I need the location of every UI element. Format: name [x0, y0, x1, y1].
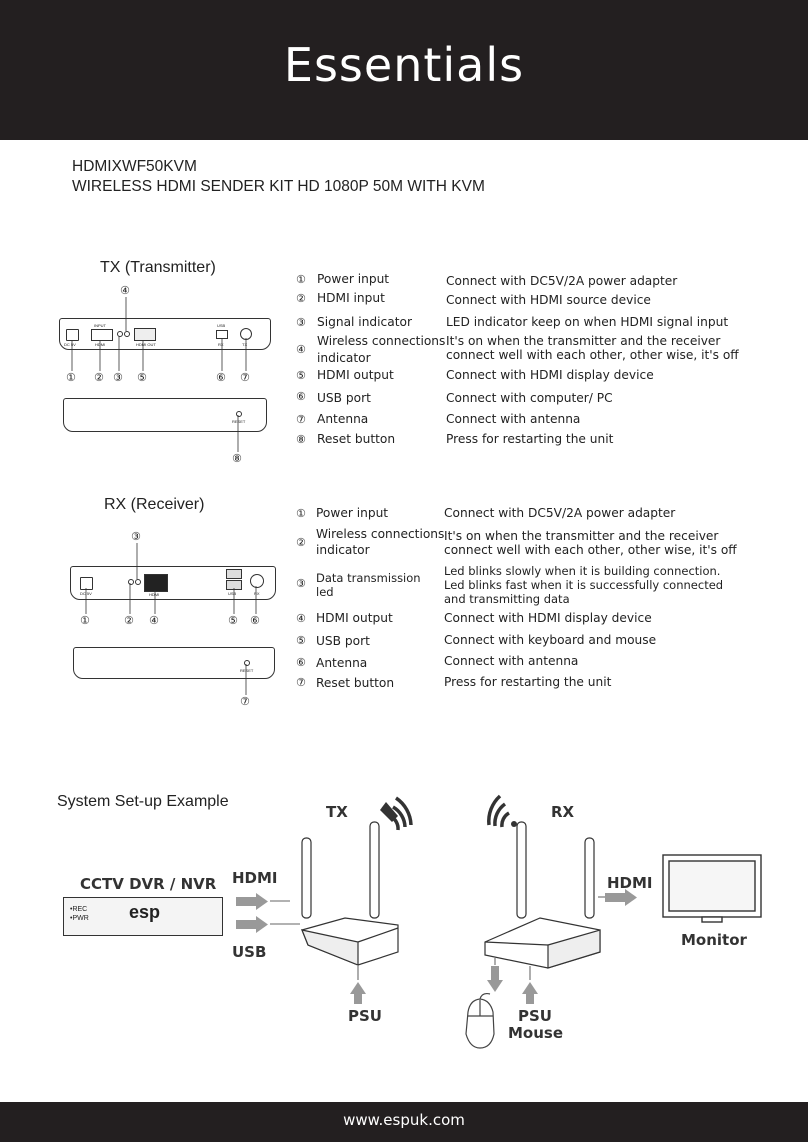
- product-name: WIRELESS HDMI SENDER KIT HD 1080P 50M WI…: [72, 178, 485, 195]
- rx-device-back: [73, 647, 275, 679]
- dvr-device: [63, 897, 223, 936]
- product-code: HDMIXWF50KVM: [72, 158, 197, 175]
- tx-section-title: TX (Transmitter): [100, 259, 216, 276]
- rx-power-port: [80, 577, 93, 590]
- rx-wireless-led: [128, 579, 134, 585]
- tx-port-label-rx: RX: [218, 342, 224, 347]
- tx-hdmi-input-port: [91, 329, 113, 341]
- rx-callout-1: ①: [80, 614, 90, 627]
- setup-hdmi-left: HDMI: [232, 869, 278, 887]
- rx-section-title: RX (Receiver): [104, 496, 205, 513]
- dvr-rec-led: •REC: [70, 906, 88, 913]
- rx-port-label-rx: RX: [254, 591, 260, 596]
- footer-bar: [0, 1102, 808, 1142]
- rx-reset-button: [244, 660, 250, 666]
- tx-callout-3: ③: [113, 371, 123, 384]
- rx-port-label-usb: USB: [228, 591, 237, 596]
- tx-callout-1: ①: [66, 371, 76, 384]
- tx-reset-label: RESET: [232, 419, 246, 424]
- rx-callout-5: ⑤: [228, 614, 238, 627]
- setup-hdmi-right: HDMI: [607, 874, 653, 892]
- rx-device-front: [70, 566, 276, 600]
- rx-usb-port-1: [226, 569, 242, 579]
- tx-signal-led: [117, 331, 123, 337]
- tx-port-label-tx: TX: [242, 342, 248, 347]
- tx-callout-6: ⑥: [216, 371, 226, 384]
- tx-callout-7: ⑦: [240, 371, 250, 384]
- tx-device-back: [63, 398, 267, 432]
- setup-tx-label: TX: [326, 803, 348, 821]
- tx-port-label-input: INPUT: [94, 323, 106, 328]
- setup-usb-label: USB: [232, 943, 267, 961]
- header-bar: [0, 0, 808, 140]
- rx-callout-6: ⑥: [250, 614, 260, 627]
- rx-callout-7: ⑦: [240, 695, 250, 708]
- tx-port-label-dc: DC 5V: [64, 342, 76, 347]
- rx-reset-label: RESET: [240, 668, 254, 673]
- dvr-pwr-led: •PWR: [70, 915, 89, 922]
- rx-hdmi-output-port: [144, 574, 168, 592]
- tx-port-label-hdmi-out: HDMI OUT: [136, 342, 156, 347]
- dvr-logo: esp: [129, 902, 161, 922]
- rx-port-label-hdmi: HDMI: [149, 592, 160, 597]
- tx-power-port: [66, 329, 79, 341]
- tx-hdmi-output-port: [134, 328, 156, 341]
- setup-monitor-label: Monitor: [681, 931, 747, 949]
- rx-antenna-port: [250, 574, 264, 588]
- setup-mouse-label: Mouse: [508, 1024, 564, 1042]
- tx-wireless-led: [124, 331, 130, 337]
- setup-title: System Set-up Example: [57, 793, 229, 810]
- setup-psu-right: PSU: [518, 1007, 552, 1025]
- tx-reset-button: [236, 411, 242, 417]
- tx-callout-2: ②: [94, 371, 104, 384]
- rx-callout-2: ②: [124, 614, 134, 627]
- setup-rx-label: RX: [551, 803, 575, 821]
- rx-data-led: [135, 579, 141, 585]
- tx-port-label-usb: USB: [217, 323, 226, 328]
- tx-callout-4: ④: [120, 284, 130, 297]
- tx-callout-8: ⑧: [232, 452, 242, 465]
- footer-url[interactable]: www.espuk.com: [343, 1111, 465, 1129]
- tx-callout-5: ⑤: [137, 371, 147, 384]
- brand-logo: Essentials: [283, 38, 525, 92]
- tx-device-front: [59, 318, 271, 350]
- setup-psu-left: PSU: [348, 1007, 382, 1025]
- setup-source-label: CCTV DVR / NVR: [80, 875, 217, 893]
- rx-callout-3: ③: [131, 530, 141, 543]
- rx-callout-4: ④: [149, 614, 159, 627]
